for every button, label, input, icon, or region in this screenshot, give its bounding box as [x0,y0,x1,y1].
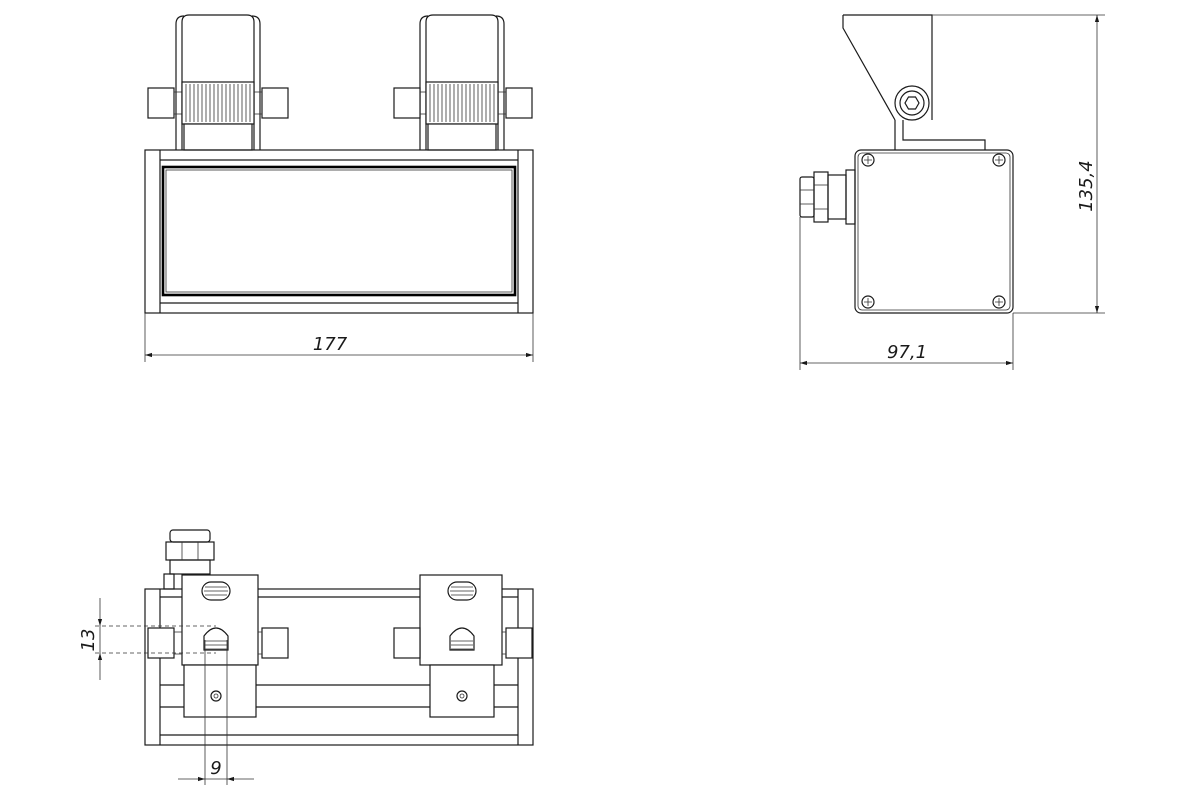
side-width-dimension: 97,1 [799,217,1014,370]
top-slot-height-dimension: 13 [78,598,216,680]
side-view: 135,4 97,1 [799,14,1105,370]
front-left-knurl [185,84,251,122]
top-cable-gland [163,529,215,590]
front-right-knurl [429,84,495,122]
side-height-dimension: 135,4 [932,14,1105,314]
top-right-mount [393,574,533,718]
top-left-mount [147,574,289,718]
dimension-13: 13 [78,629,99,652]
dimension-9: 9 [210,758,221,779]
side-bracket [842,14,986,150]
front-width-dimension: 177 [144,313,534,362]
dimension-97-1: 97,1 [887,342,927,363]
top-slot-width-dimension: 9 [178,640,254,785]
top-view: 13 9 [78,529,534,785]
side-cable-gland [799,169,856,225]
dimension-177: 177 [313,334,348,355]
front-housing [144,149,534,314]
side-junction-box [854,149,1014,314]
front-view: 177 [144,14,534,362]
dimension-135-4: 135,4 [1076,160,1097,212]
front-right-bracket [393,14,533,151]
front-left-bracket [147,14,289,151]
